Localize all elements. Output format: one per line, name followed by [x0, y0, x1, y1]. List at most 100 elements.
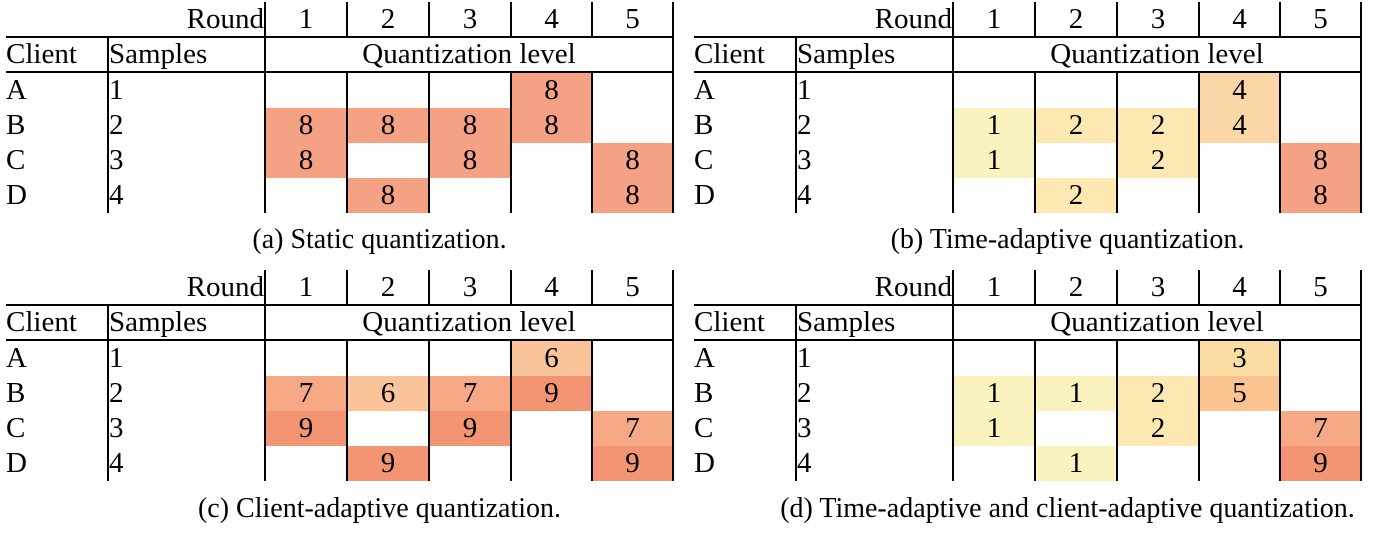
client-cell: D [694, 178, 797, 213]
quant-cell-empty [1199, 143, 1281, 178]
quant-cell: 8 [347, 178, 430, 213]
empty-corner-cell [694, 270, 796, 306]
quantization-level-header: Quantization level [953, 37, 1362, 73]
subfigure-a: Round 1 2 3 4 5 Client Samples Quantizat… [0, 0, 688, 268]
quant-cell-empty [1117, 446, 1200, 481]
round-number-1: 1 [264, 2, 347, 38]
round-number-2: 2 [346, 2, 429, 38]
quant-cell: 4 [1199, 72, 1281, 108]
samples-cell: 4 [108, 178, 266, 213]
quant-cell-empty [592, 72, 674, 108]
quantization-level-header: Quantization level [265, 305, 674, 341]
samples-cell: 4 [796, 178, 954, 213]
quant-cell-empty [1280, 72, 1362, 108]
quant-cell: 1 [953, 411, 1036, 446]
samples-cell: 1 [108, 72, 266, 108]
quant-cell-empty [265, 340, 348, 376]
quant-cell: 9 [265, 411, 348, 446]
empty-corner-cell [6, 2, 108, 38]
round-header-label: Round [796, 2, 953, 38]
round-header-label: Round [796, 270, 953, 306]
quant-cell-empty [1280, 376, 1362, 411]
round-number-4: 4 [1198, 2, 1280, 38]
round-header-row: Round 1 2 3 4 5 [694, 2, 1362, 38]
client-header: Client [694, 305, 797, 341]
samples-cell: 2 [796, 376, 954, 411]
quant-cell-empty [429, 178, 512, 213]
round-number-4: 4 [510, 2, 592, 38]
quantization-table-c: Round 1 2 3 4 5 Client Samples Quantizat… [6, 270, 674, 481]
quant-cell: 8 [347, 108, 430, 143]
quant-cell: 5 [1199, 376, 1281, 411]
samples-cell: 4 [796, 446, 954, 481]
round-number-2: 2 [1034, 270, 1117, 306]
quant-cell-empty [511, 446, 593, 481]
round-number-5: 5 [591, 270, 674, 306]
quant-cell: 9 [511, 376, 593, 411]
quant-cell: 8 [511, 108, 593, 143]
client-cell: A [694, 72, 797, 108]
round-number-3: 3 [1116, 270, 1199, 306]
samples-header: Samples [108, 305, 266, 341]
quant-cell: 6 [347, 376, 430, 411]
subfigure-b-caption: (b) Time-adaptive quantization. [890, 223, 1245, 255]
quant-cell: 8 [265, 108, 348, 143]
samples-cell: 3 [108, 143, 266, 178]
round-number-4: 4 [1198, 270, 1280, 306]
samples-cell: 1 [108, 340, 266, 376]
round-number-5: 5 [1279, 270, 1362, 306]
samples-cell: 3 [796, 143, 954, 178]
quant-cell-empty [1199, 411, 1281, 446]
client-header: Client [6, 37, 109, 73]
round-number-3: 3 [1116, 2, 1199, 38]
samples-cell: 1 [796, 340, 954, 376]
client-header: Client [6, 305, 109, 341]
round-number-5: 5 [1279, 2, 1362, 38]
quant-cell-empty [1035, 72, 1118, 108]
quant-cell-empty [429, 340, 512, 376]
quantization-table-a: Round 1 2 3 4 5 Client Samples Quantizat… [6, 2, 674, 213]
client-cell: C [6, 411, 109, 446]
quant-cell-empty [1199, 178, 1281, 213]
client-cell: A [694, 340, 797, 376]
quant-cell-empty [429, 446, 512, 481]
quant-cell: 1 [953, 108, 1036, 143]
quant-cell-empty [1035, 411, 1118, 446]
quant-cell-empty [1280, 108, 1362, 143]
quant-cell-empty [1117, 72, 1200, 108]
quant-cell-empty [1280, 340, 1362, 376]
round-number-2: 2 [1034, 2, 1117, 38]
quant-cell: 9 [1280, 446, 1362, 481]
quant-cell: 1 [953, 376, 1036, 411]
client-cell: D [6, 446, 109, 481]
quant-cell-empty [1035, 340, 1118, 376]
quant-cell: 7 [265, 376, 348, 411]
client-cell: D [6, 178, 109, 213]
quantization-level-header: Quantization level [953, 305, 1362, 341]
samples-header: Samples [108, 37, 266, 73]
quant-cell: 9 [429, 411, 512, 446]
quant-cell-empty [953, 340, 1036, 376]
empty-corner-cell [6, 270, 108, 306]
client-cell: C [6, 143, 109, 178]
quant-cell: 2 [1117, 411, 1200, 446]
quant-cell: 6 [511, 340, 593, 376]
quant-cell-empty [1035, 143, 1118, 178]
client-cell: B [694, 108, 797, 143]
client-cell: B [694, 376, 797, 411]
column-header-row: Client Samples Quantization level [694, 305, 1362, 341]
column-header-row: Client Samples Quantization level [6, 305, 674, 341]
quant-cell-empty [511, 178, 593, 213]
samples-cell: 3 [796, 411, 954, 446]
